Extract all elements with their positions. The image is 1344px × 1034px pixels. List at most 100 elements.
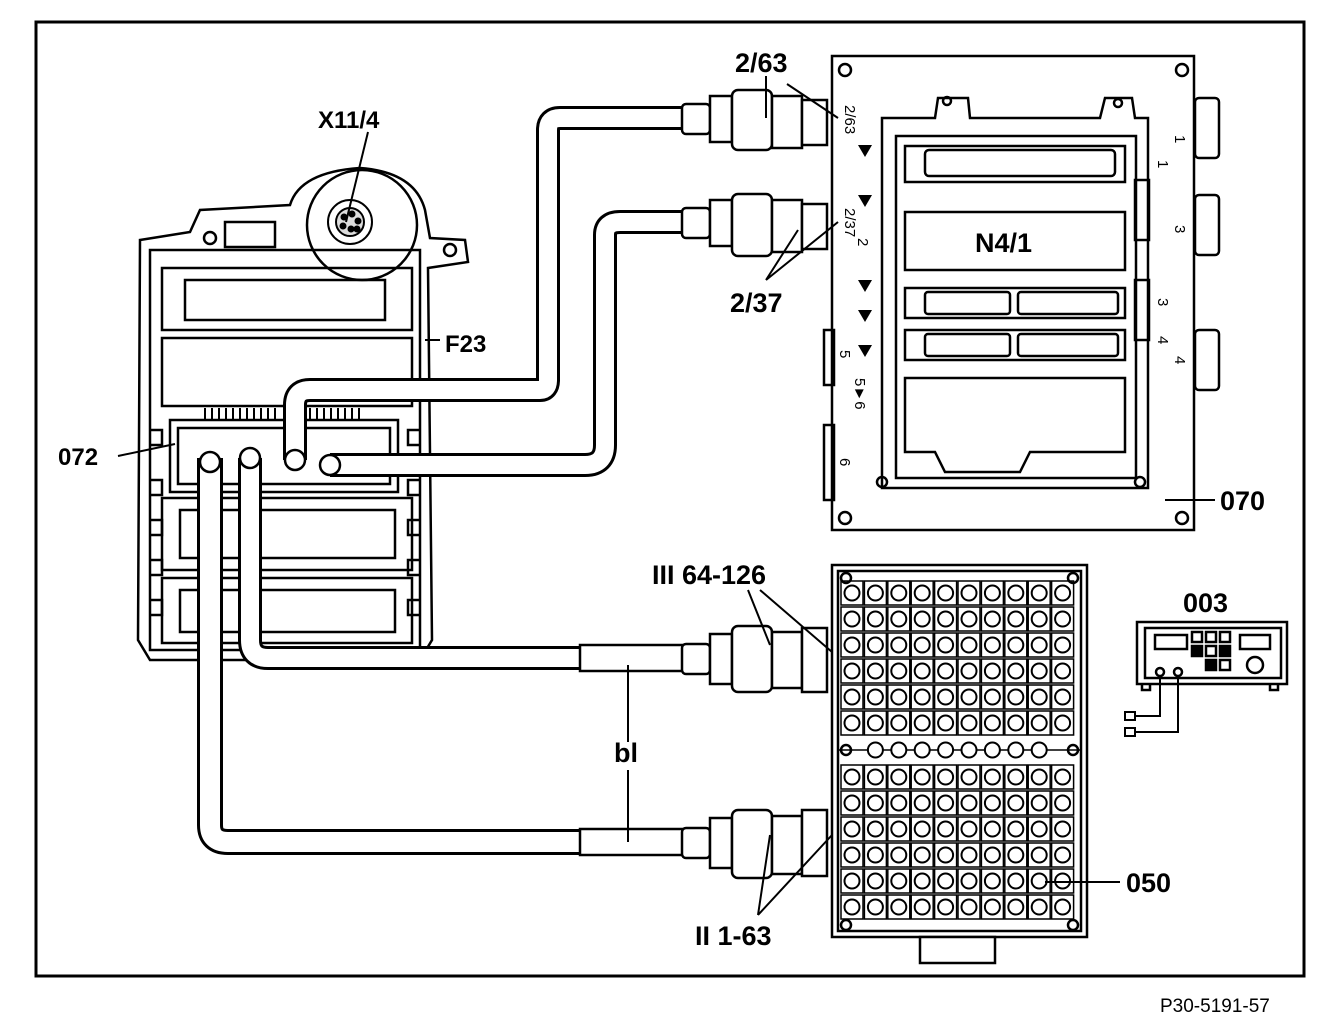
pin-cell bbox=[957, 842, 981, 868]
pin-socket bbox=[983, 714, 1001, 732]
pin-socket bbox=[1030, 872, 1048, 890]
pin-cell bbox=[887, 580, 911, 606]
pin-socket bbox=[983, 636, 1001, 654]
leader-lines bbox=[117, 76, 1215, 916]
slot-label-3-inner: 3 bbox=[1154, 298, 1171, 306]
slot-label-2-37: 2/37 bbox=[841, 208, 858, 237]
pin-socket bbox=[1030, 688, 1048, 706]
pin-socket bbox=[1030, 820, 1048, 838]
pin-cell bbox=[1027, 894, 1051, 920]
pin-cell bbox=[933, 868, 958, 894]
pin-cell bbox=[957, 894, 981, 920]
pin-cell bbox=[1027, 684, 1051, 710]
pin-socket bbox=[1007, 610, 1025, 628]
pin-socket bbox=[913, 584, 931, 602]
pin-socket bbox=[1007, 584, 1025, 602]
pin-cell bbox=[840, 764, 864, 790]
pin-cell bbox=[1004, 790, 1028, 816]
pin-socket bbox=[890, 846, 908, 864]
pin-cell bbox=[910, 790, 934, 816]
pin-socket bbox=[983, 610, 1001, 628]
pin-cell bbox=[1027, 710, 1051, 736]
pin-socket bbox=[937, 820, 955, 838]
slot-label-1-inner: 1 bbox=[1154, 160, 1171, 168]
pin-cell bbox=[1050, 816, 1075, 842]
pin-socket bbox=[960, 898, 978, 916]
pin-socket bbox=[960, 636, 978, 654]
pin-socket bbox=[866, 662, 884, 680]
cable-loops bbox=[198, 446, 342, 477]
diagram-frame bbox=[34, 20, 1306, 978]
pin-socket bbox=[1007, 872, 1025, 890]
pin-cell bbox=[1050, 764, 1075, 790]
pin-socket bbox=[843, 610, 861, 628]
pin-socket bbox=[843, 898, 861, 916]
pin-socket bbox=[866, 872, 884, 890]
pin-socket bbox=[1054, 688, 1072, 706]
pin-socket bbox=[1030, 662, 1048, 680]
pin-socket bbox=[866, 636, 884, 654]
pin-socket bbox=[866, 794, 884, 812]
slot-label-3-right: 3 bbox=[1171, 225, 1188, 233]
pin-socket bbox=[1030, 794, 1048, 812]
pin-socket bbox=[866, 714, 884, 732]
pin-socket bbox=[890, 610, 908, 628]
pin-cell bbox=[933, 658, 958, 684]
label-connector-2-63: 2/63 bbox=[735, 48, 788, 78]
pin-socket bbox=[983, 820, 1001, 838]
pin-cell bbox=[1027, 790, 1051, 816]
pin-socket bbox=[1007, 794, 1025, 812]
pin-cell bbox=[863, 684, 888, 710]
label-x11-4: X11/4 bbox=[318, 107, 380, 134]
pin-cell bbox=[957, 868, 981, 894]
pin-socket bbox=[1007, 898, 1025, 916]
label-070: 070 bbox=[1220, 486, 1265, 516]
pin-socket bbox=[1054, 820, 1072, 838]
pin-cell bbox=[840, 868, 864, 894]
pin-cell bbox=[980, 632, 1005, 658]
pin-socket bbox=[937, 636, 955, 654]
pin-cell bbox=[863, 632, 888, 658]
pin-socket bbox=[1030, 584, 1048, 602]
pin-cell bbox=[933, 632, 958, 658]
pin-socket bbox=[913, 898, 931, 916]
pin-socket bbox=[1054, 714, 1072, 732]
pin-socket bbox=[890, 662, 908, 680]
pin-socket bbox=[960, 820, 978, 838]
pin-cell bbox=[840, 658, 864, 684]
pin-cell bbox=[933, 684, 958, 710]
pin-cell bbox=[863, 658, 888, 684]
pin-socket bbox=[937, 898, 955, 916]
pin-socket bbox=[890, 714, 908, 732]
label-connector-2-37: 2/37 bbox=[730, 288, 783, 318]
pin-socket bbox=[913, 768, 931, 786]
pin-cell bbox=[1050, 710, 1075, 736]
pin-cell bbox=[980, 816, 1005, 842]
pin-cell bbox=[980, 710, 1005, 736]
pin-cell bbox=[1004, 632, 1028, 658]
pin-cell bbox=[840, 790, 864, 816]
pin-cell bbox=[887, 894, 911, 920]
pin-cell bbox=[887, 816, 911, 842]
pin-socket bbox=[983, 846, 1001, 864]
slot-arrow-markers bbox=[858, 145, 872, 357]
pin-cell bbox=[933, 606, 958, 632]
pin-socket bbox=[843, 688, 861, 706]
pin-cell bbox=[910, 868, 934, 894]
pin-cell bbox=[957, 632, 981, 658]
pin-socket bbox=[937, 662, 955, 680]
pin-cell bbox=[1050, 894, 1075, 920]
test-adapter-070 bbox=[822, 54, 1221, 532]
pin-cell bbox=[840, 894, 864, 920]
pin-cell bbox=[980, 684, 1005, 710]
pin-socket bbox=[843, 636, 861, 654]
pin-cell bbox=[1027, 764, 1051, 790]
pin-socket bbox=[913, 846, 931, 864]
pin-socket bbox=[960, 741, 978, 759]
pin-socket bbox=[913, 688, 931, 706]
pin-cell bbox=[910, 606, 934, 632]
pin-cell bbox=[957, 684, 981, 710]
pin-socket bbox=[890, 636, 908, 654]
pin-socket bbox=[937, 768, 955, 786]
pin-socket bbox=[866, 768, 884, 786]
